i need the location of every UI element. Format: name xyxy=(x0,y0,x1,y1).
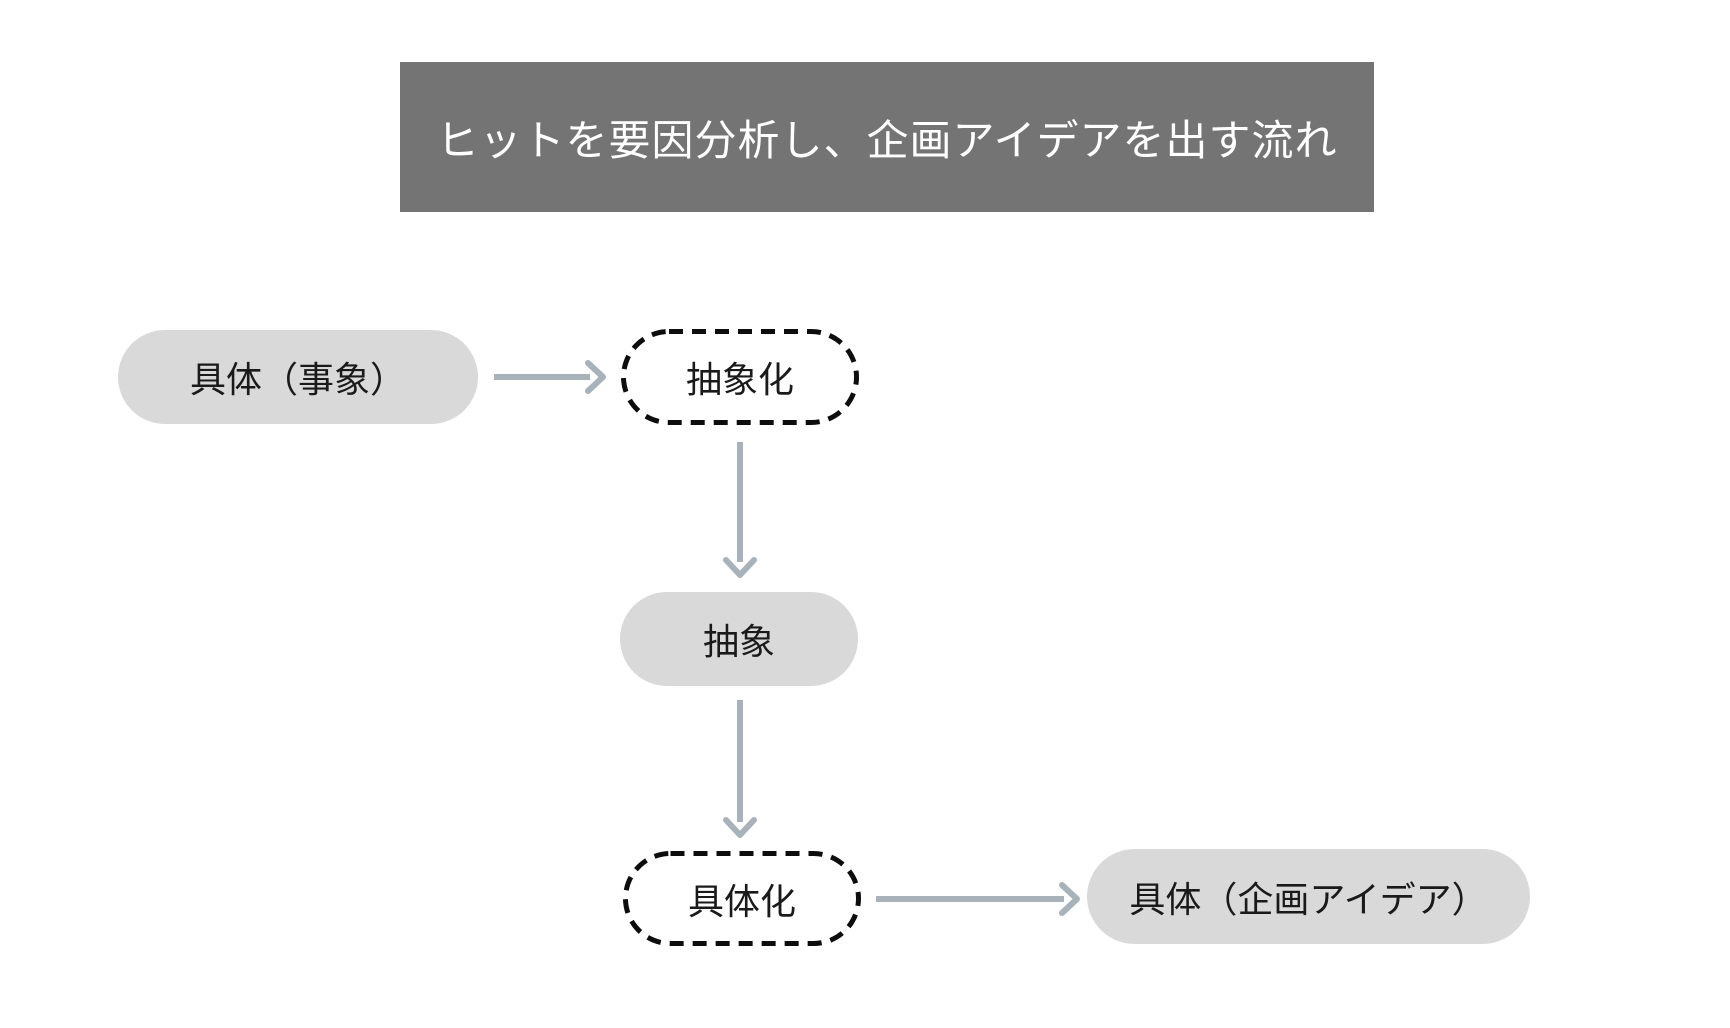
arrow-abstraction-to-abstract xyxy=(723,442,757,578)
node-concrete-idea: 具体（企画アイデア） xyxy=(1087,849,1530,944)
arrow-phenomenon-to-abstraction xyxy=(494,360,606,394)
arrow-concretization-to-idea xyxy=(876,882,1080,916)
dashed-outline xyxy=(623,851,861,946)
diagram-title: ヒットを要因分析し、企画アイデアを出す流れ xyxy=(436,116,1338,164)
node-abstraction-label: 抽象化 xyxy=(685,359,794,400)
node-concrete-phenomenon-label: 具体（事象） xyxy=(189,359,406,400)
node-concrete-idea-label: 具体（企画アイデア） xyxy=(1129,878,1488,920)
node-concretization: 具体化 xyxy=(622,850,862,947)
title-banner: ヒットを要因分析し、企画アイデアを出す流れ xyxy=(400,62,1374,212)
node-abstract-label: 抽象 xyxy=(702,621,775,662)
node-concrete-phenomenon: 具体（事象） xyxy=(118,330,478,424)
dashed-outline xyxy=(621,329,859,425)
node-abstract: 抽象 xyxy=(620,592,858,686)
arrow-abstract-to-concretization xyxy=(723,700,757,838)
node-concretization-label: 具体化 xyxy=(687,880,796,922)
node-abstraction: 抽象化 xyxy=(620,328,860,426)
